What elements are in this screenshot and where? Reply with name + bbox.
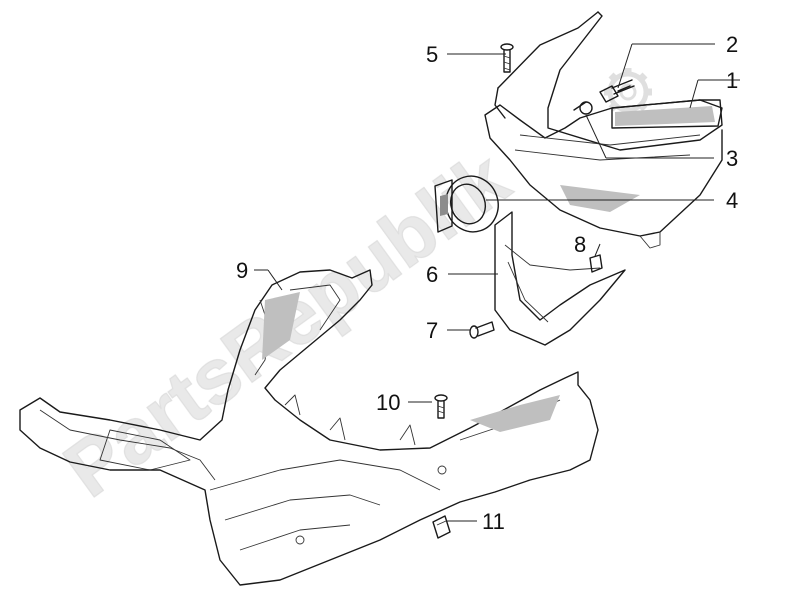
- clip-part-11: [432, 515, 451, 539]
- callout-4: 4: [726, 188, 738, 213]
- screw-part-2: [573, 79, 635, 115]
- callout-9: 9: [236, 258, 248, 283]
- callout-11: 11: [482, 509, 505, 534]
- screw-part-10: [434, 394, 448, 419]
- clip-part-8: [589, 254, 603, 273]
- callout-5: 5: [426, 42, 438, 67]
- screw-part-7: [469, 321, 495, 339]
- callout-2: 2: [726, 32, 738, 57]
- callout-7: 7: [426, 318, 438, 343]
- screw-part-5: [500, 43, 514, 73]
- callout-3: 3: [726, 146, 738, 171]
- callout-8: 8: [574, 232, 586, 257]
- callout-labels: 1 2 3 4 5 6 7 8 9 10 11: [236, 32, 738, 534]
- footboard-part-9: [19, 269, 599, 586]
- callout-leaders: [254, 43, 740, 522]
- callout-10: 10: [376, 390, 400, 415]
- inner-panel-part-6: [494, 211, 626, 346]
- leg-shield-upper: [484, 11, 723, 249]
- callout-6: 6: [426, 262, 438, 287]
- watermark: PartsRepublik: [48, 68, 652, 514]
- callout-1: 1: [726, 68, 738, 93]
- ignition-ring-cover: [434, 175, 499, 233]
